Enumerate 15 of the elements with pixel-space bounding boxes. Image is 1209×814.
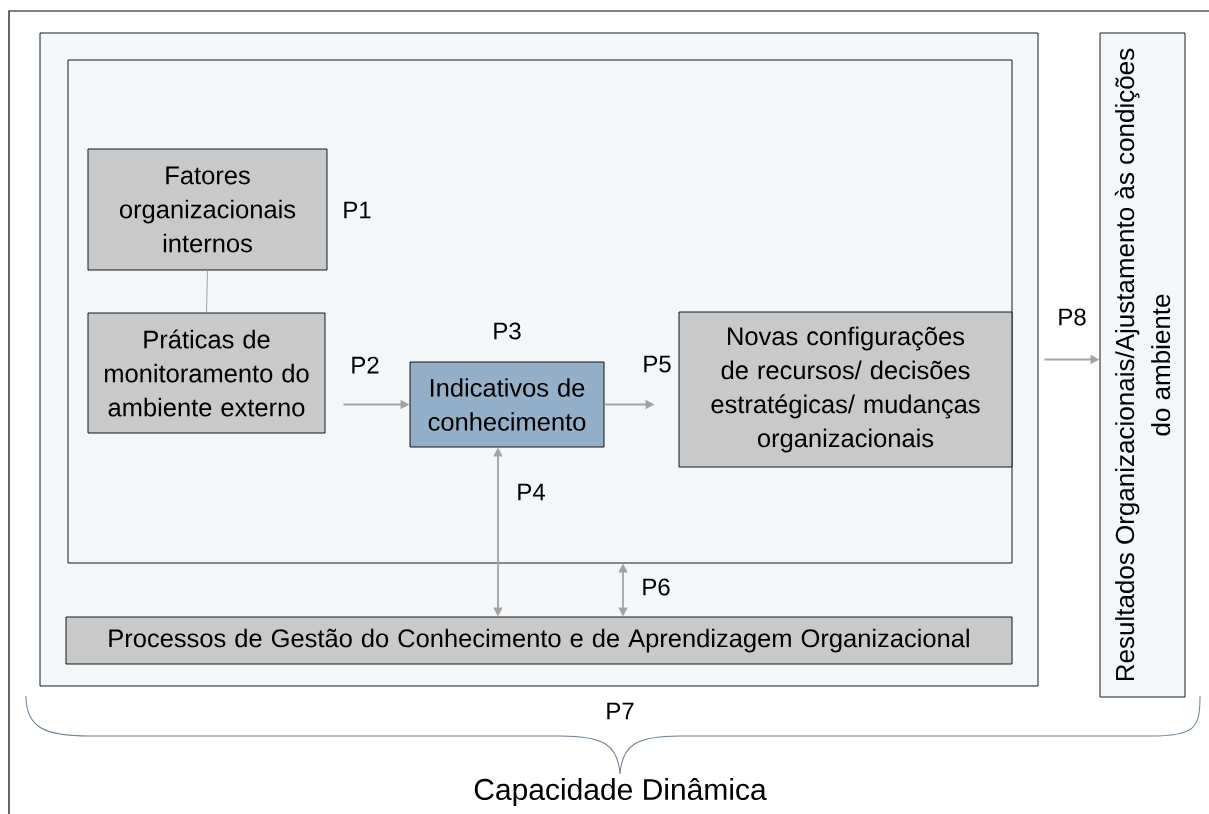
- edge-label: P2: [352, 356, 379, 374]
- connector-line: [206, 269, 208, 314]
- practice-box: Práticas de monitoramento do ambiente externo: [87, 312, 326, 434]
- result-box: Resultados Organizacionais/Ajustamento às condições do ambiente: [1099, 32, 1186, 698]
- process-box: Processos de Gestão do Conhecimento e de Aprendizagem Organizacional: [65, 616, 1013, 665]
- edge-label: P8: [1059, 308, 1086, 326]
- knowledge-box: Indicativos de conhecimento: [409, 361, 605, 448]
- caption-text: Capacidade Dinâmica: [474, 777, 767, 807]
- outcome-box: Novas configurações de recursos/ decisões estratégicas/ mudanças organizacionais: [678, 311, 1013, 468]
- edge-label: P5: [644, 355, 671, 373]
- proposition-label: P7: [607, 702, 634, 720]
- factor-box: Fatores organizacionais internos: [87, 148, 328, 271]
- edge-label: P6: [643, 578, 670, 596]
- edge-label: P4: [518, 483, 545, 501]
- proposition-label: P3: [494, 322, 521, 340]
